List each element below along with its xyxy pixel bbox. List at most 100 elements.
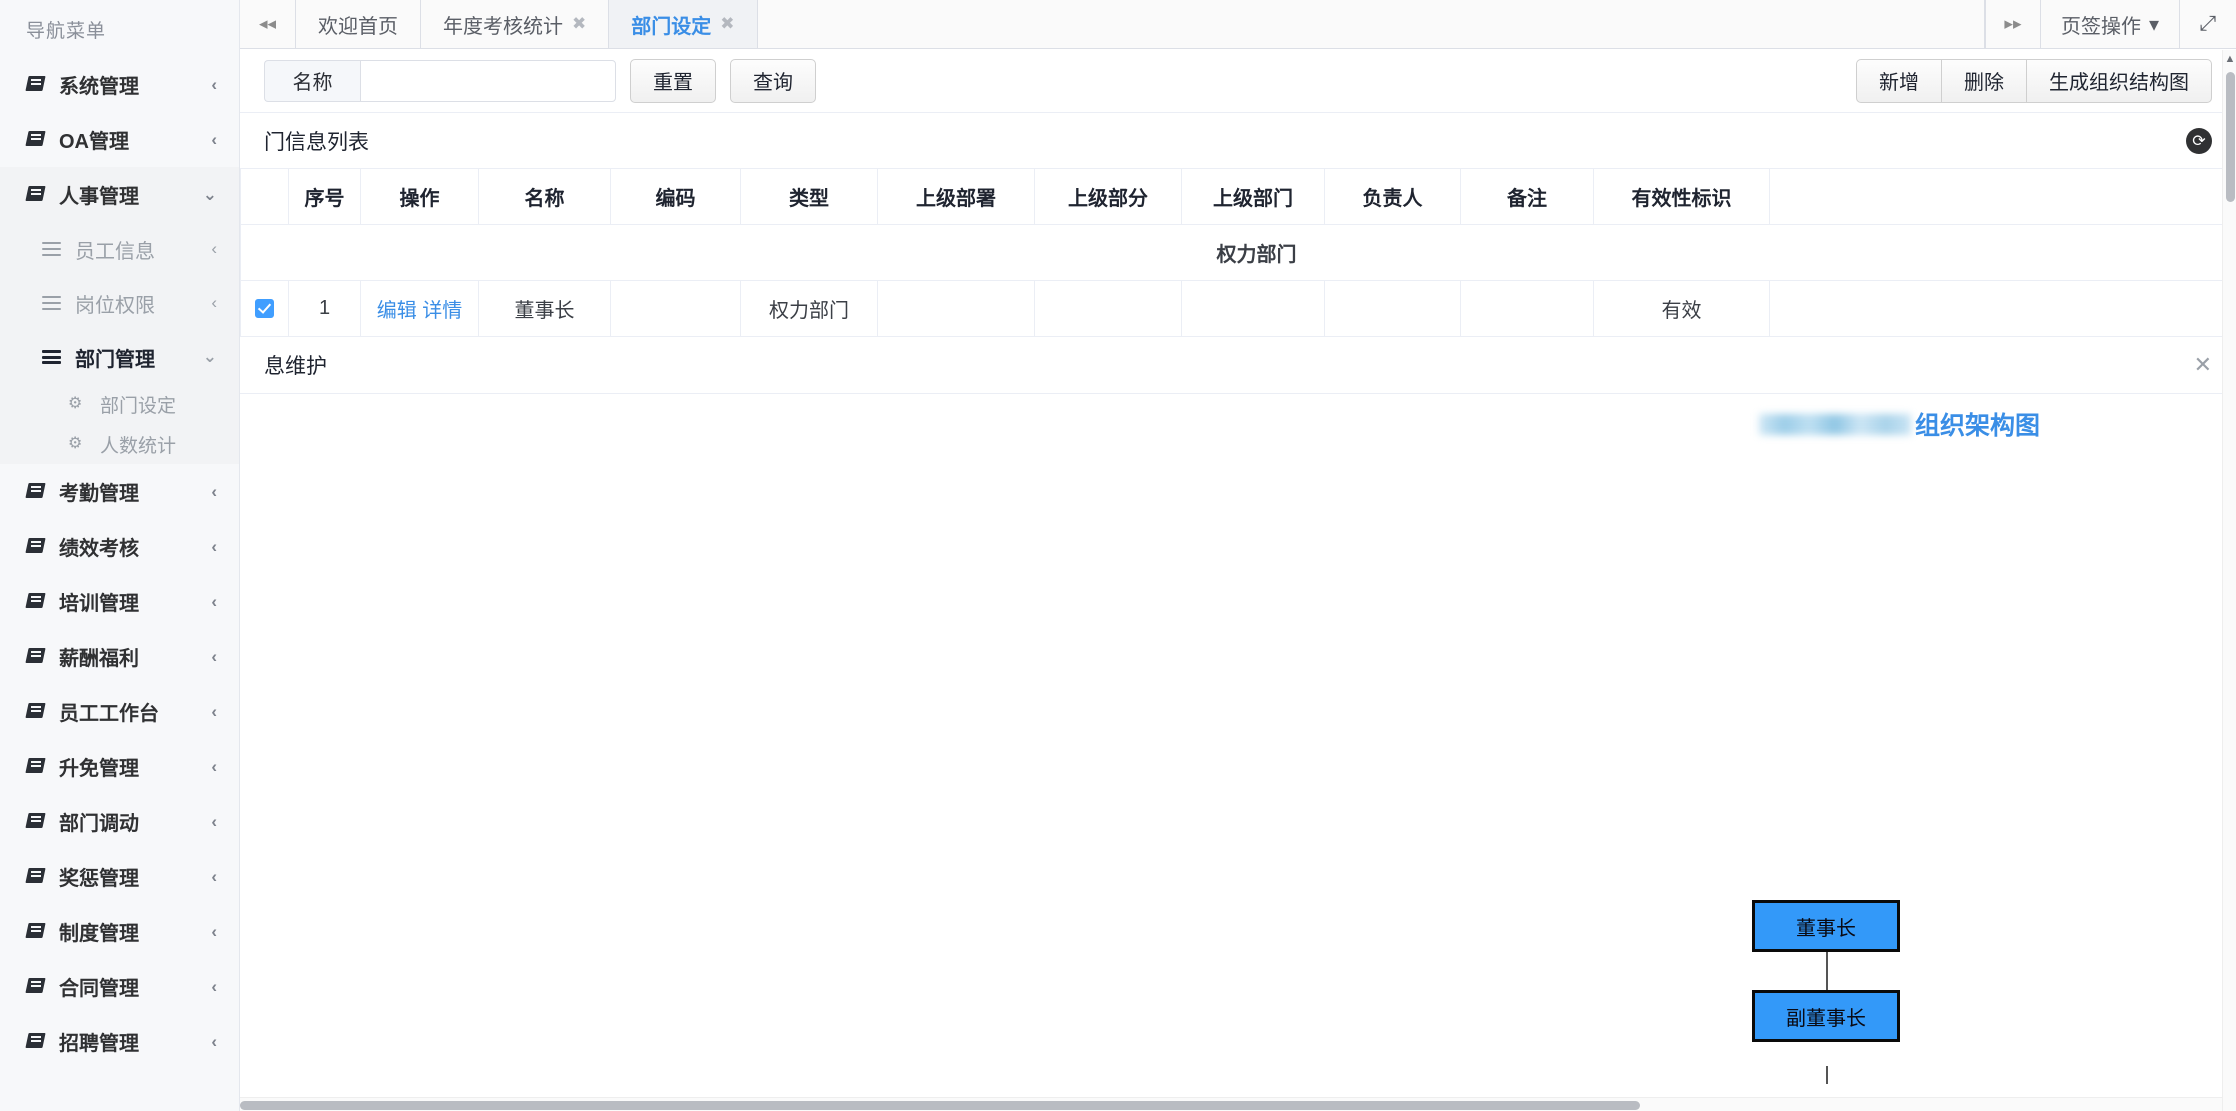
chevron-left-icon: ‹ xyxy=(211,592,217,611)
fullscreen-icon[interactable]: ⤢ xyxy=(2199,12,2217,35)
row-checkbox[interactable] xyxy=(255,299,274,319)
row-checkbox-cell[interactable] xyxy=(240,280,289,337)
tab-welcome[interactable]: 欢迎首页 xyxy=(296,0,421,48)
sidebar-item-department-setup[interactable]: ⚙ 部门设定 xyxy=(0,384,239,424)
edit-link[interactable]: 编辑 xyxy=(376,300,417,322)
vertical-scrollbar[interactable]: ▲ xyxy=(2222,50,2236,1111)
sidebar-item-attendance-management[interactable]: 考勤管理 ‹ xyxy=(0,464,239,519)
row-filler xyxy=(1769,280,2236,337)
list-title: 门信息列表 xyxy=(264,130,369,154)
book-icon xyxy=(24,76,46,93)
row-code xyxy=(610,280,741,337)
chevron-down-icon: ⌄ xyxy=(202,185,217,204)
book-icon xyxy=(24,923,46,940)
sidebar-item-label: 部门设定 xyxy=(100,395,177,417)
sidebar-item-training-management[interactable]: 培训管理 ‹ xyxy=(0,574,239,629)
close-icon[interactable]: ✕ xyxy=(2193,352,2212,377)
org-chart-title-text: 组织架构图 xyxy=(1914,412,2040,440)
sidebar-item-department-management[interactable]: 部门管理 ⌄ xyxy=(0,330,239,384)
scroll-up-icon[interactable]: ▲ xyxy=(2224,53,2236,65)
col-type: 类型 xyxy=(740,168,878,225)
refresh-icon[interactable]: ⟳ xyxy=(2186,127,2212,154)
double-chevron-right-icon[interactable]: ▸▸ xyxy=(1984,0,2041,48)
book-icon xyxy=(24,978,46,995)
reset-button[interactable]: 重置 xyxy=(630,58,716,103)
sidebar-item-contract-management[interactable]: 合同管理 ‹ xyxy=(0,959,239,1014)
col-parent-deploy: 上级部署 xyxy=(877,168,1035,225)
edge xyxy=(1826,1066,1828,1084)
delete-button[interactable]: 删除 xyxy=(1942,58,2027,103)
node-chairman[interactable]: 董事长 xyxy=(1752,900,1900,952)
book-icon xyxy=(24,131,46,148)
sidebar-item-label: 人数统计 xyxy=(100,435,177,457)
generate-org-chart-button[interactable]: 生成组织结构图 xyxy=(2027,58,2212,103)
row-actions[interactable]: 编辑 详情 xyxy=(360,280,479,337)
tab-department-setup[interactable]: 部门设定 ✖ xyxy=(609,0,758,48)
tab-annual-review[interactable]: 年度考核统计 ✖ xyxy=(421,0,610,48)
sidebar-item-label: 员工信息 xyxy=(75,240,155,263)
row-seq: 1 xyxy=(288,280,361,337)
node-vice-chairman[interactable]: 副董事长 xyxy=(1752,990,1900,1042)
sidebar-item-department-transfer[interactable]: 部门调动 ‹ xyxy=(0,794,239,849)
book-icon xyxy=(24,538,46,555)
sidebar-item-policy-management[interactable]: 制度管理 ‹ xyxy=(0,904,239,959)
chevron-left-icon: ‹ xyxy=(211,75,217,94)
horizontal-scrollbar[interactable] xyxy=(240,1097,2222,1111)
sidebar-item-recruitment-management[interactable]: 招聘管理 ‹ xyxy=(0,1014,239,1069)
table-row[interactable]: 1 编辑 详情 董事长 权力部门 有效 xyxy=(240,280,2236,337)
sidebar-item-oa-management[interactable]: OA管理 ‹ xyxy=(0,112,239,167)
list-icon xyxy=(42,296,61,310)
sidebar-item-employee-info[interactable]: 员工信息 ‹ xyxy=(0,222,239,276)
row-type: 权力部门 xyxy=(740,280,878,337)
chevron-left-icon: ‹ xyxy=(211,647,217,666)
book-icon xyxy=(24,1033,46,1050)
row-remark xyxy=(1460,280,1594,337)
sidebar-item-label: 岗位权限 xyxy=(75,294,155,317)
close-icon[interactable]: ✖ xyxy=(572,14,587,33)
row-name: 董事长 xyxy=(478,280,611,337)
sidebar-item-hr-management[interactable]: 人事管理 ⌄ xyxy=(0,167,239,222)
double-chevron-left-icon[interactable]: ◂◂ xyxy=(240,0,296,48)
row-parent-part xyxy=(1034,280,1182,337)
sidebar-item-employee-workbench[interactable]: 员工工作台 ‹ xyxy=(0,684,239,739)
page-operations-menu[interactable]: 页签操作 ▾ xyxy=(2041,0,2180,48)
edge xyxy=(1826,952,1828,990)
sidebar-item-label: 奖惩管理 xyxy=(59,868,139,890)
book-icon xyxy=(24,868,46,885)
sidebar-item-headcount-stats[interactable]: ⚙ 人数统计 xyxy=(0,424,239,464)
add-button[interactable]: 新增 xyxy=(1856,58,1942,103)
sidebar-item-label: OA管理 xyxy=(59,131,129,153)
chevron-left-icon: ‹ xyxy=(211,977,217,996)
query-button[interactable]: 查询 xyxy=(730,58,816,103)
list-header: 门信息列表 ⟳ xyxy=(240,113,2236,168)
horizontal-scroll-thumb[interactable] xyxy=(240,1101,1640,1110)
row-owner xyxy=(1324,280,1461,337)
sidebar-item-reward-punishment[interactable]: 奖惩管理 ‹ xyxy=(0,849,239,904)
list-icon xyxy=(42,350,61,364)
table-header-row: 序号 操作 名称 编码 类型 上级部署 上级部分 上级部门 负责人 备注 有效性… xyxy=(240,168,2236,225)
chevron-left-icon: ‹ xyxy=(211,239,217,258)
search-input[interactable] xyxy=(360,59,616,102)
sidebar-item-performance-review[interactable]: 绩效考核 ‹ xyxy=(0,519,239,574)
search-field-label: 名称 xyxy=(264,59,360,102)
sidebar-item-label: 部门管理 xyxy=(75,348,155,371)
sidebar-item-promotion-management[interactable]: 升免管理 ‹ xyxy=(0,739,239,794)
sidebar: 导航菜单 系统管理 ‹ OA管理 ‹ 人事管理 ⌄ 员工信息 ‹ xyxy=(0,0,240,1111)
col-actions: 操作 xyxy=(360,168,479,225)
sidebar-item-label: 考勤管理 xyxy=(59,483,139,505)
close-icon[interactable]: ✖ xyxy=(720,14,735,33)
book-icon xyxy=(24,483,46,500)
nav-menu-title: 导航菜单 xyxy=(26,21,107,42)
department-table: 序号 操作 名称 编码 类型 上级部署 上级部分 上级部门 负责人 备注 有效性… xyxy=(240,168,2236,337)
tab-label: 欢迎首页 xyxy=(318,15,398,38)
action-button-group: 新增 删除 生成组织结构图 xyxy=(1856,58,2212,103)
detail-link[interactable]: 详情 xyxy=(422,300,463,322)
sidebar-item-system-management[interactable]: 系统管理 ‹ xyxy=(0,57,239,112)
sidebar-item-label: 系统管理 xyxy=(59,76,139,98)
sidebar-item-label: 培训管理 xyxy=(59,593,139,615)
col-select[interactable] xyxy=(240,168,289,225)
sidebar-item-label: 升免管理 xyxy=(59,758,139,780)
sidebar-item-position-permission[interactable]: 岗位权限 ‹ xyxy=(0,276,239,330)
sidebar-item-compensation-benefits[interactable]: 薪酬福利 ‹ xyxy=(0,629,239,684)
vertical-scroll-thumb[interactable] xyxy=(2226,72,2235,202)
